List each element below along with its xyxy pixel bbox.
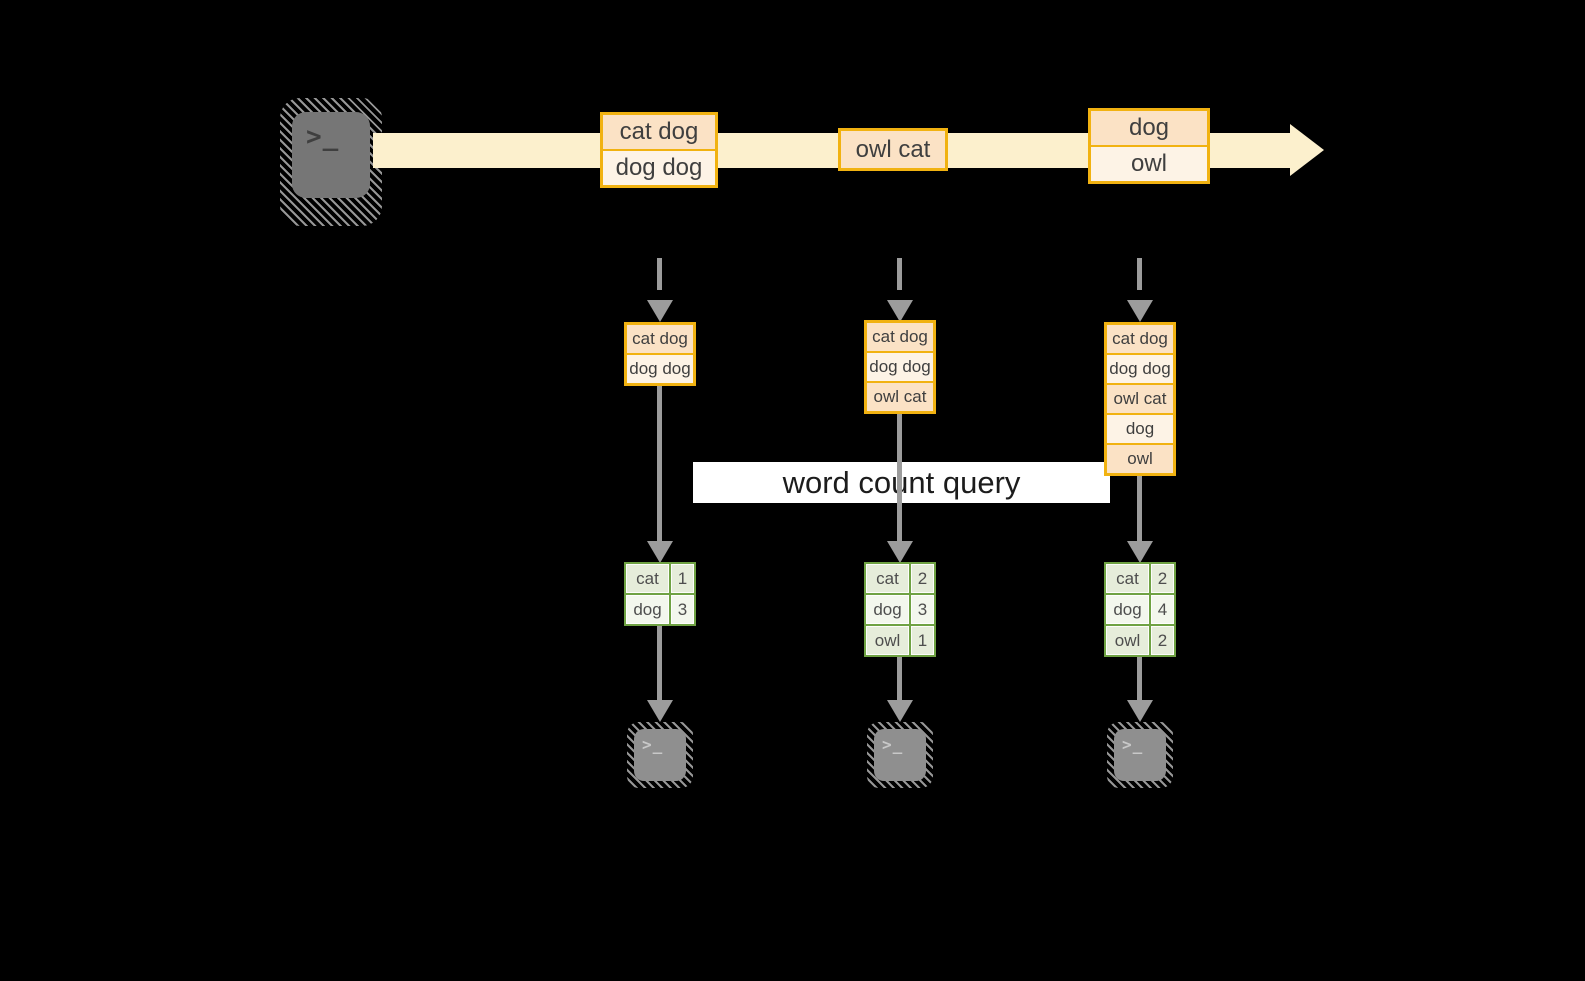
dashed-arrow-3: [1137, 258, 1142, 290]
result-arrow-1: [657, 386, 662, 541]
record: dog: [1091, 111, 1207, 145]
output-arrow-2: [897, 657, 902, 700]
count-word: owl: [1106, 626, 1149, 655]
micro-batch-2-box: owl cat: [838, 128, 948, 171]
state-record: dog: [1107, 415, 1173, 443]
count-word: dog: [1106, 595, 1149, 624]
counts-table-1: cat 1 dog 3: [624, 562, 696, 626]
state-record: cat dog: [1107, 325, 1173, 353]
state-record: owl: [1107, 445, 1173, 473]
output-arrow-3: [1137, 657, 1142, 700]
stream-arrowhead-icon: [1290, 124, 1324, 176]
count-word: dog: [626, 595, 669, 624]
source-terminal-icon: >_: [280, 98, 382, 226]
state-record: dog dog: [1107, 355, 1173, 383]
dashed-arrowhead-2-icon: [887, 300, 913, 322]
dashed-arrow-1: [657, 258, 662, 290]
terminal-prompt-icon: >_: [882, 735, 904, 754]
record: dog dog: [603, 151, 715, 185]
terminal-screen: >_: [292, 112, 370, 198]
state-box-batch-2: cat dog dog dog owl cat: [864, 320, 936, 414]
state-record: owl cat: [867, 383, 933, 411]
terminal-screen: >_: [874, 729, 926, 781]
count-value: 1: [671, 564, 694, 593]
output-arrow-1: [657, 626, 662, 700]
count-word: cat: [866, 564, 909, 593]
micro-batch-1-box: cat dog dog dog: [600, 112, 718, 188]
count-value: 2: [1151, 564, 1174, 593]
state-record: dog dog: [627, 355, 693, 383]
terminal-prompt-icon: >_: [642, 735, 664, 754]
counts-table-2: cat 2 dog 3 owl 1: [864, 562, 936, 657]
state-box-batch-3: cat dog dog dog owl cat dog owl: [1104, 322, 1176, 476]
dashed-arrowhead-1-icon: [647, 300, 673, 322]
count-word: cat: [1106, 564, 1149, 593]
dashed-arrow-2: [897, 258, 902, 290]
sink-terminal-icon-3: >_: [1107, 722, 1173, 788]
count-value: 4: [1151, 595, 1174, 624]
sink-terminal-icon-2: >_: [867, 722, 933, 788]
state-record: cat dog: [627, 325, 693, 353]
count-value: 2: [911, 564, 934, 593]
count-word: dog: [866, 595, 909, 624]
count-value: 3: [671, 595, 694, 624]
micro-batch-3-box: dog owl: [1088, 108, 1210, 184]
state-record: dog dog: [867, 353, 933, 381]
terminal-screen: >_: [1114, 729, 1166, 781]
output-arrowhead-2-icon: [887, 700, 913, 722]
record: owl cat: [841, 131, 945, 168]
count-value: 3: [911, 595, 934, 624]
result-arrow-3: [1137, 476, 1142, 541]
count-word: cat: [626, 564, 669, 593]
record: owl: [1091, 147, 1207, 181]
output-arrowhead-1-icon: [647, 700, 673, 722]
terminal-prompt-icon: >_: [1122, 735, 1144, 754]
counts-table-3: cat 2 dog 4 owl 2: [1104, 562, 1176, 657]
result-arrow-2: [897, 414, 902, 541]
sink-terminal-icon-1: >_: [627, 722, 693, 788]
count-value: 1: [911, 626, 934, 655]
state-box-batch-1: cat dog dog dog: [624, 322, 696, 386]
state-record: owl cat: [1107, 385, 1173, 413]
state-record: cat dog: [867, 323, 933, 351]
result-arrowhead-1-icon: [647, 541, 673, 563]
dashed-arrowhead-3-icon: [1127, 300, 1153, 322]
result-arrowhead-2-icon: [887, 541, 913, 563]
result-arrowhead-3-icon: [1127, 541, 1153, 563]
count-word: owl: [866, 626, 909, 655]
count-value: 2: [1151, 626, 1174, 655]
terminal-prompt-icon: >_: [306, 122, 340, 152]
output-arrowhead-3-icon: [1127, 700, 1153, 722]
record: cat dog: [603, 115, 715, 149]
terminal-screen: >_: [634, 729, 686, 781]
